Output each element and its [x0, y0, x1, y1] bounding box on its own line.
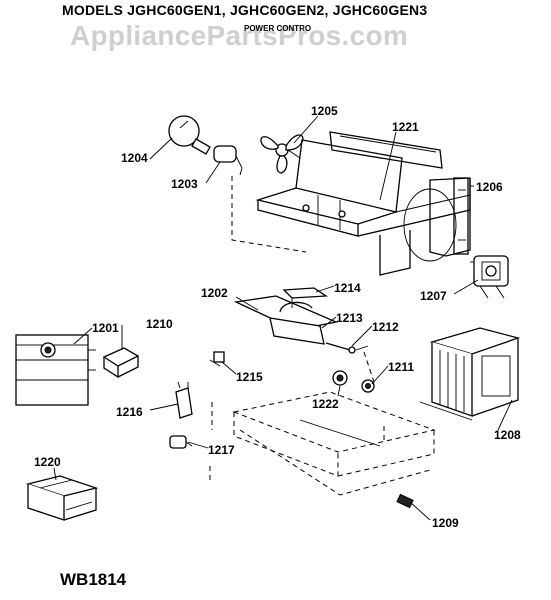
bulb-socket-part [213, 145, 243, 176]
label-1209: 1209 [432, 516, 459, 530]
switch-bracket-part [175, 381, 193, 419]
label-1212: 1212 [372, 320, 399, 334]
label-1222: 1222 [312, 397, 339, 411]
label-1206: 1206 [476, 180, 503, 194]
base-tray-outline [232, 391, 436, 496]
subtitle: POWER CONTRO [244, 24, 312, 33]
callout-leaders [53, 115, 513, 521]
fan-blade-part [260, 134, 304, 174]
diagram-code: WB1814 [60, 570, 127, 589]
models-title: MODELS JGHC60GEN1, JGHC60GEN2, JGHC60GEN… [62, 2, 428, 18]
label-1204: 1204 [121, 151, 148, 165]
control-box-part [25, 475, 99, 521]
filter-box-part [102, 347, 140, 379]
thermal-cutout-part [169, 435, 193, 449]
label-1208: 1208 [494, 428, 521, 442]
capacitor-part [233, 295, 339, 345]
label-1205: 1205 [311, 104, 338, 118]
chassis-frame-part [255, 131, 471, 276]
label-1201: 1201 [92, 321, 119, 335]
label-1216: 1216 [116, 405, 143, 419]
fan-motor-part [470, 255, 509, 299]
diode-part [325, 342, 369, 354]
assembly-leader-lines [209, 176, 385, 482]
label-1221: 1221 [392, 120, 419, 134]
label-1215: 1215 [236, 370, 263, 384]
transformer-part [419, 327, 521, 421]
bulb-part [168, 115, 211, 155]
label-1202: 1202 [201, 286, 228, 300]
fuse-holder-part [332, 370, 375, 393]
label-1220: 1220 [34, 455, 61, 469]
label-1203: 1203 [171, 177, 198, 191]
label-1213: 1213 [336, 311, 363, 325]
label-1207: 1207 [420, 289, 447, 303]
capacitor-bracket-part [282, 287, 328, 308]
label-1210: 1210 [146, 317, 173, 331]
bracket-part [453, 177, 469, 255]
label-1211: 1211 [388, 360, 414, 374]
label-1217: 1217 [208, 443, 235, 457]
small-connector-part [396, 493, 414, 509]
label-1214: 1214 [334, 281, 361, 295]
watermark: AppliancePartsPros.com [70, 20, 409, 51]
magnetron-part [15, 334, 96, 406]
switch-part [209, 351, 225, 367]
part-labels: 1204 1203 1205 1221 1206 1207 1202 1214 … [34, 104, 521, 530]
